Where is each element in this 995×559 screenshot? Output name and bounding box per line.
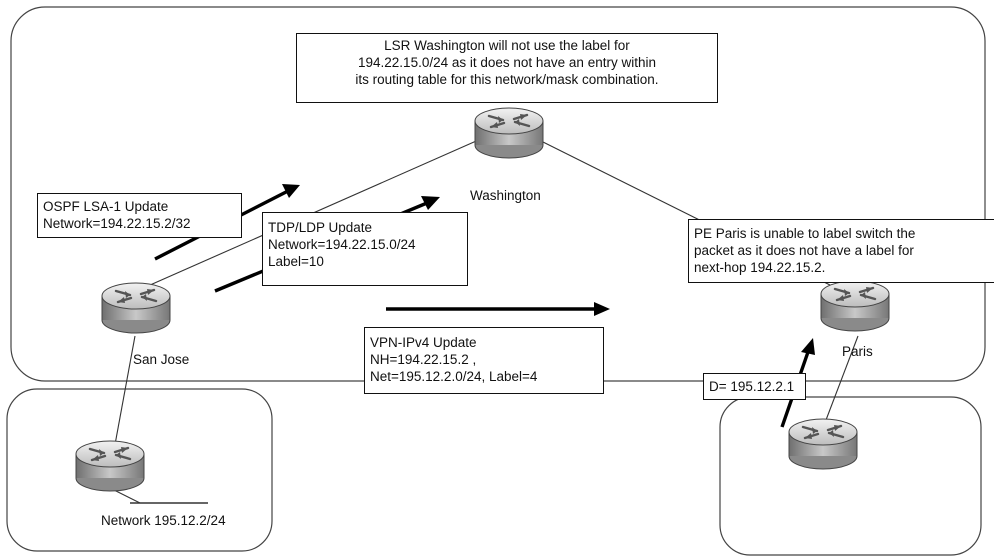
vpn-update-callout: VPN-IPv4 Update NH=194.22.15.2 , Net=195… (364, 327, 604, 394)
paris-note-line-1: PE Paris is unable to label switch the (694, 226, 916, 241)
tdp-update-line-2: Network=194.22.15.0/24 (268, 237, 416, 252)
vpn-update-line-1: VPN-IPv4 Update (370, 335, 477, 350)
ospf-update-line-2: Network=194.22.15.2/32 (43, 216, 191, 231)
vpn-update-line-2: NH=194.22.15.2 , (370, 352, 477, 367)
link-ce-lan (111, 488, 141, 504)
destination-packet-callout: D= 195.12.2.1 (703, 373, 806, 400)
right-site-boundary (719, 396, 982, 556)
tdp-update-line-3: Label=10 (268, 254, 324, 269)
left-site-boundary (6, 388, 273, 552)
vpn-arrowhead (594, 302, 610, 316)
router-right-ce-icon (787, 417, 859, 471)
tdp-arrowhead (421, 196, 440, 210)
vpn-update-line-3: Net=195.12.2.0/24, Label=4 (370, 369, 538, 384)
paris-note-line-2: packet as it does not have a label for (694, 243, 914, 258)
router-washington-icon (473, 106, 545, 160)
washington-label: Washington (470, 188, 541, 203)
link-paris-ce (825, 335, 859, 421)
san-jose-label: San Jose (133, 352, 190, 367)
ospf-update-callout: OSPF LSA-1 Update Network=194.22.15.2/32 (37, 193, 242, 238)
router-san-jose-icon (100, 281, 172, 335)
destination-packet-label: D= 195.12.2.1 (709, 379, 795, 394)
washington-note-line-2: 194.22.15.0/24 as it does not have an en… (358, 55, 656, 70)
paris-note-callout: PE Paris is unable to label switch the p… (688, 219, 994, 283)
router-left-ce-icon (74, 439, 146, 493)
washington-note-callout: LSR Washington will not use the label fo… (296, 33, 718, 103)
paris-note-line-3: next-hop 194.22.15.2. (694, 260, 826, 275)
router-paris-icon (819, 279, 891, 333)
washington-note-line-1: LSR Washington will not use the label fo… (384, 38, 630, 53)
link-sanjose-ce (113, 335, 136, 451)
tdp-update-callout: TDP/LDP Update Network=194.22.15.0/24 La… (262, 212, 468, 286)
left-network-label: Network 195.12.2/24 (101, 513, 226, 528)
tdp-update-line-1: TDP/LDP Update (268, 220, 373, 235)
packet-arrowhead (801, 338, 815, 355)
washington-note-line-3: its routing table for this network/mask … (355, 72, 659, 87)
paris-label: Paris (842, 344, 873, 359)
ospf-arrowhead (282, 184, 300, 198)
ospf-update-line-1: OSPF LSA-1 Update (43, 199, 169, 214)
